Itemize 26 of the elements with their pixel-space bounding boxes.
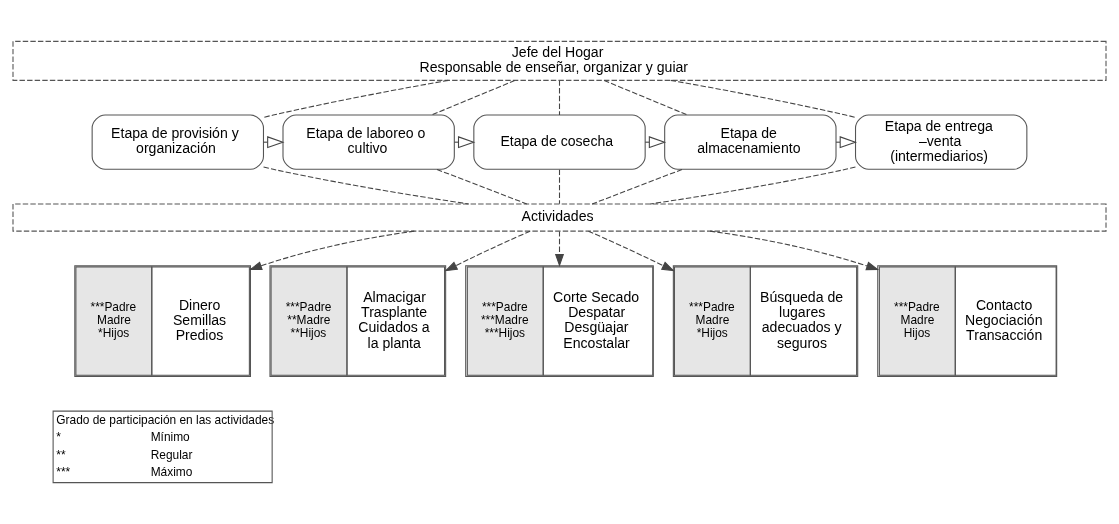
connector — [263, 79, 449, 118]
node-box: Etapa de entrega –venta (intermediarios) — [855, 114, 1028, 170]
arrow — [709, 230, 880, 271]
node-box: Actividades — [12, 203, 1107, 232]
arrow — [249, 230, 415, 271]
connector — [670, 79, 856, 118]
connector — [436, 168, 528, 205]
arrow — [835, 136, 857, 149]
node-box: Etapa de almacenamiento — [664, 114, 837, 170]
node-box: Grado de participación en las actividades * Mínimo ** Regular *** Máximo — [52, 410, 273, 484]
arrow — [587, 230, 675, 272]
node-box: Etapa de cosecha — [473, 114, 646, 170]
node-box: Etapa de laboreo o cultivo — [282, 114, 455, 170]
connector — [603, 79, 688, 116]
connector — [558, 80, 561, 116]
connector — [558, 169, 561, 205]
connector — [591, 168, 683, 205]
node-box: Jefe del Hogar Responsable de enseñar, organizar y guiar — [12, 40, 1107, 81]
connector — [263, 166, 470, 205]
connector — [649, 166, 856, 205]
node-box: Etapa de provisión y organización — [91, 114, 265, 170]
connector — [431, 79, 516, 116]
arrow — [444, 230, 531, 272]
arrow — [453, 136, 476, 149]
arrow — [644, 136, 667, 149]
arrow — [554, 230, 565, 268]
